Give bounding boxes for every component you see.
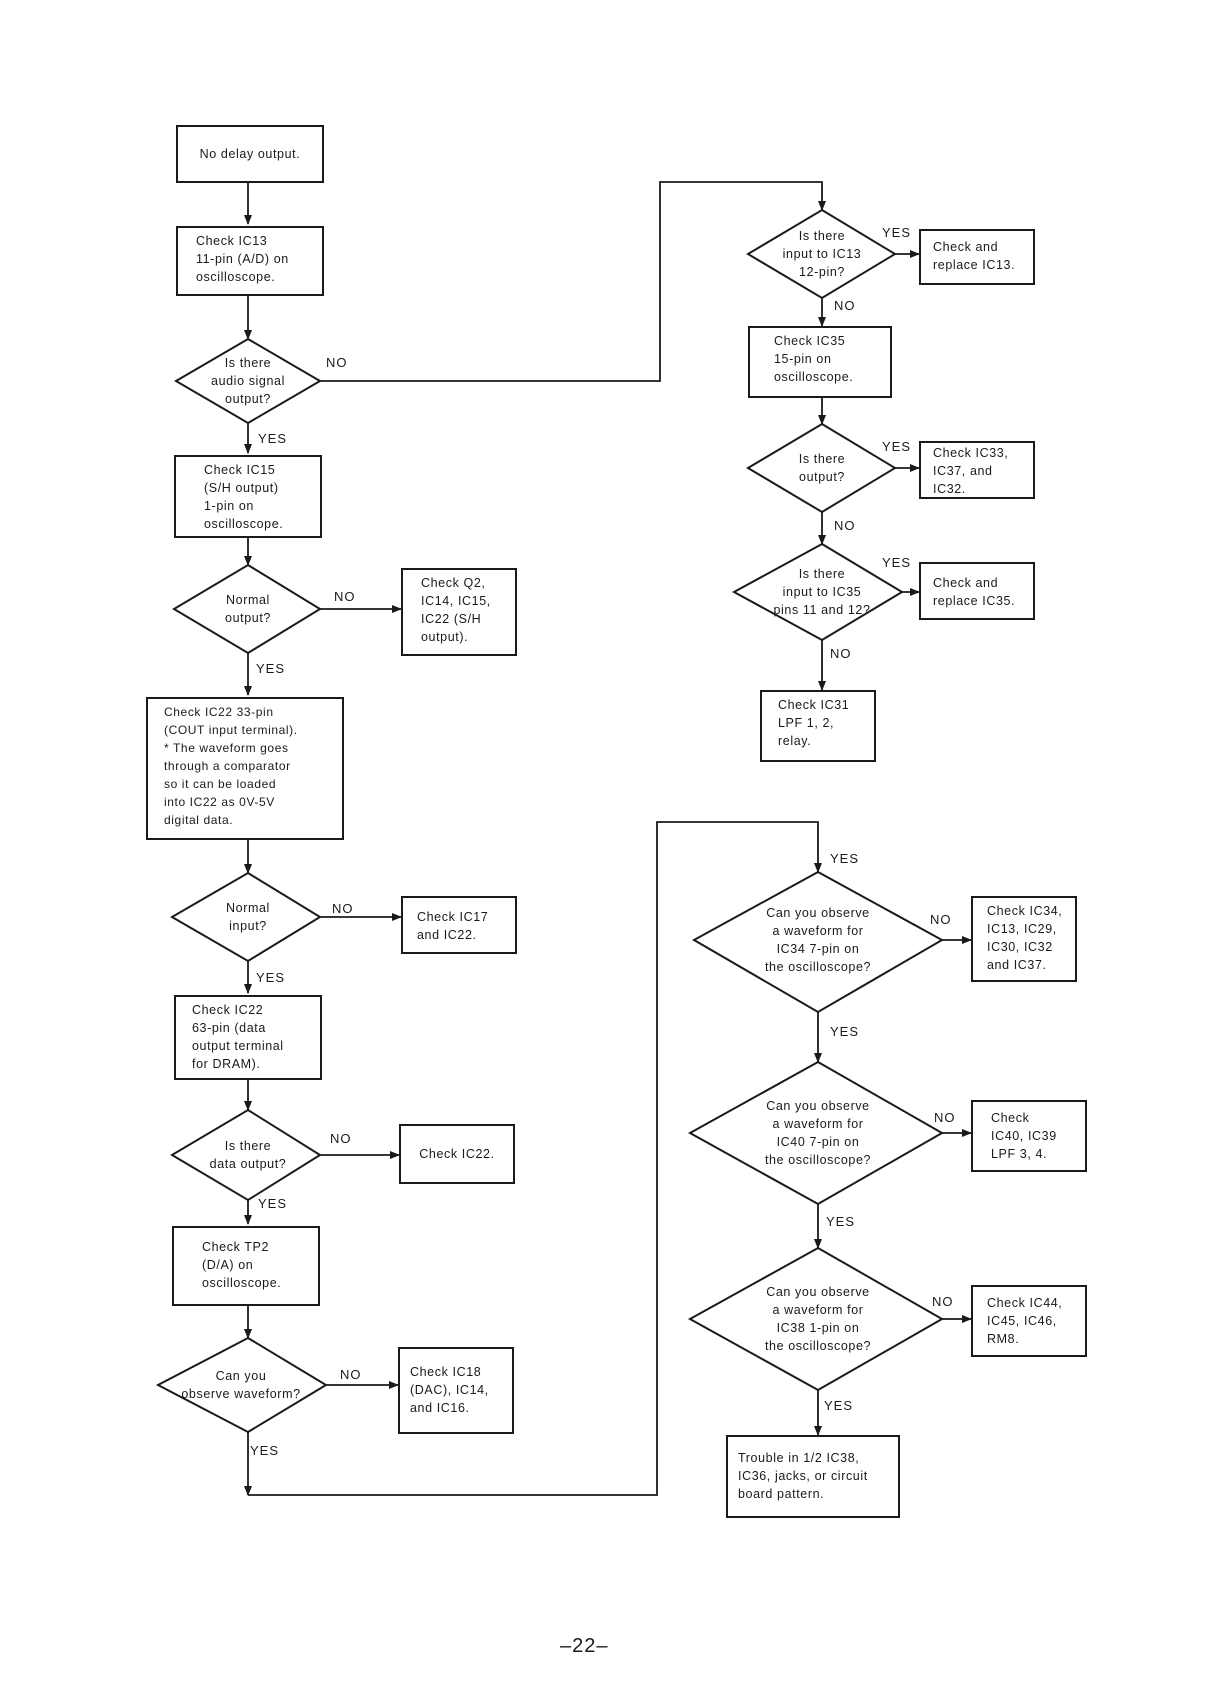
box-check-ic13-11pin: Check IC13 11-pin (A/D) on oscilloscope. [176, 226, 324, 296]
box-check-ic35-15pin: Check IC35 15-pin on oscilloscope. [748, 326, 892, 398]
label-waveform-no: NO [340, 1367, 362, 1382]
label-ic34-yes-in: YES [830, 851, 860, 866]
diamond-observe-waveform-text: Can you observe waveform? [181, 1369, 301, 1401]
box-check-ic15: Check IC15 (S/H output) 1-pin on oscillo… [174, 455, 322, 538]
label-normal-input-no: NO [332, 901, 354, 916]
diamond-ic34-text: Can you observe a waveform for IC34 7-pi… [764, 906, 872, 974]
label-data-output-no: NO [330, 1131, 352, 1146]
diamond-normal-output-text: Normal output? [225, 593, 271, 625]
label-ic35-pins-yes: YES [882, 555, 912, 570]
box-check-ic40: Check IC40, IC39 LPF 3, 4. [971, 1100, 1087, 1172]
box-check-tp2: Check TP2 (D/A) on oscilloscope. [172, 1226, 320, 1306]
label-audio-yes: YES [258, 431, 288, 446]
diamond-ic13-12pin-text: Is there input to IC13 12-pin? [782, 229, 862, 279]
box-check-ic22: Check IC22. [399, 1124, 515, 1184]
diamond-output-text: Is there output? [798, 452, 846, 484]
box-no-delay-output: No delay output. [176, 125, 324, 183]
diamond-ic38-text: Can you observe a waveform for IC38 1-pi… [764, 1285, 872, 1353]
label-ic40-yes: YES [826, 1214, 856, 1229]
label-ic38-no: NO [932, 1294, 954, 1309]
label-ic40-no: NO [934, 1110, 956, 1125]
box-check-ic18: Check IC18 (DAC), IC14, and IC16. [398, 1347, 514, 1434]
box-check-ic22-63pin: Check IC22 63-pin (data output terminal … [174, 995, 322, 1080]
label-output-yes: YES [882, 439, 912, 454]
box-check-ic33: Check IC33, IC37, and IC32. [919, 441, 1035, 499]
diamond-ic35-pins-text: Is there input to IC35 pins 11 and 12? [773, 567, 871, 617]
label-output-no: NO [834, 518, 856, 533]
label-ic13-no: NO [834, 298, 856, 313]
box-check-ic17: Check IC17 and IC22. [401, 896, 517, 954]
box-check-q2: Check Q2, IC14, IC15, IC22 (S/H output). [401, 568, 517, 656]
label-audio-no: NO [326, 355, 348, 370]
label-ic34-yes: YES [830, 1024, 860, 1039]
label-waveform-yes: YES [250, 1443, 280, 1458]
diamond-audio-text: Is there audio signal output? [211, 356, 285, 406]
box-replace-ic35: Check and replace IC35. [919, 562, 1035, 620]
box-check-ic22-33pin: Check IC22 33-pin (COUT input terminal).… [146, 697, 344, 840]
diamond-ic40-text: Can you observe a waveform for IC40 7-pi… [764, 1099, 872, 1167]
diamond-normal-input-text: Normal input? [226, 901, 270, 933]
label-ic38-yes: YES [824, 1398, 854, 1413]
box-check-ic44: Check IC44, IC45, IC46, RM8. [971, 1285, 1087, 1357]
label-ic13-yes: YES [882, 225, 912, 240]
box-check-ic34: Check IC34, IC13, IC29, IC30, IC32 and I… [971, 896, 1077, 982]
label-data-output-yes: YES [258, 1196, 288, 1211]
label-ic35-pins-no: NO [830, 646, 852, 661]
page-number: –22– [560, 1635, 609, 1657]
box-check-ic31: Check IC31 LPF 1, 2, relay. [760, 690, 876, 762]
label-normal-output-no: NO [334, 589, 356, 604]
label-normal-output-yes: YES [256, 661, 286, 676]
label-ic34-no: NO [930, 912, 952, 927]
box-trouble: Trouble in 1/2 IC38, IC36, jacks, or cir… [726, 1435, 900, 1518]
diamond-data-output-text: Is there data output? [209, 1139, 287, 1171]
label-normal-input-yes: YES [256, 970, 286, 985]
box-replace-ic13: Check and replace IC13. [919, 229, 1035, 285]
